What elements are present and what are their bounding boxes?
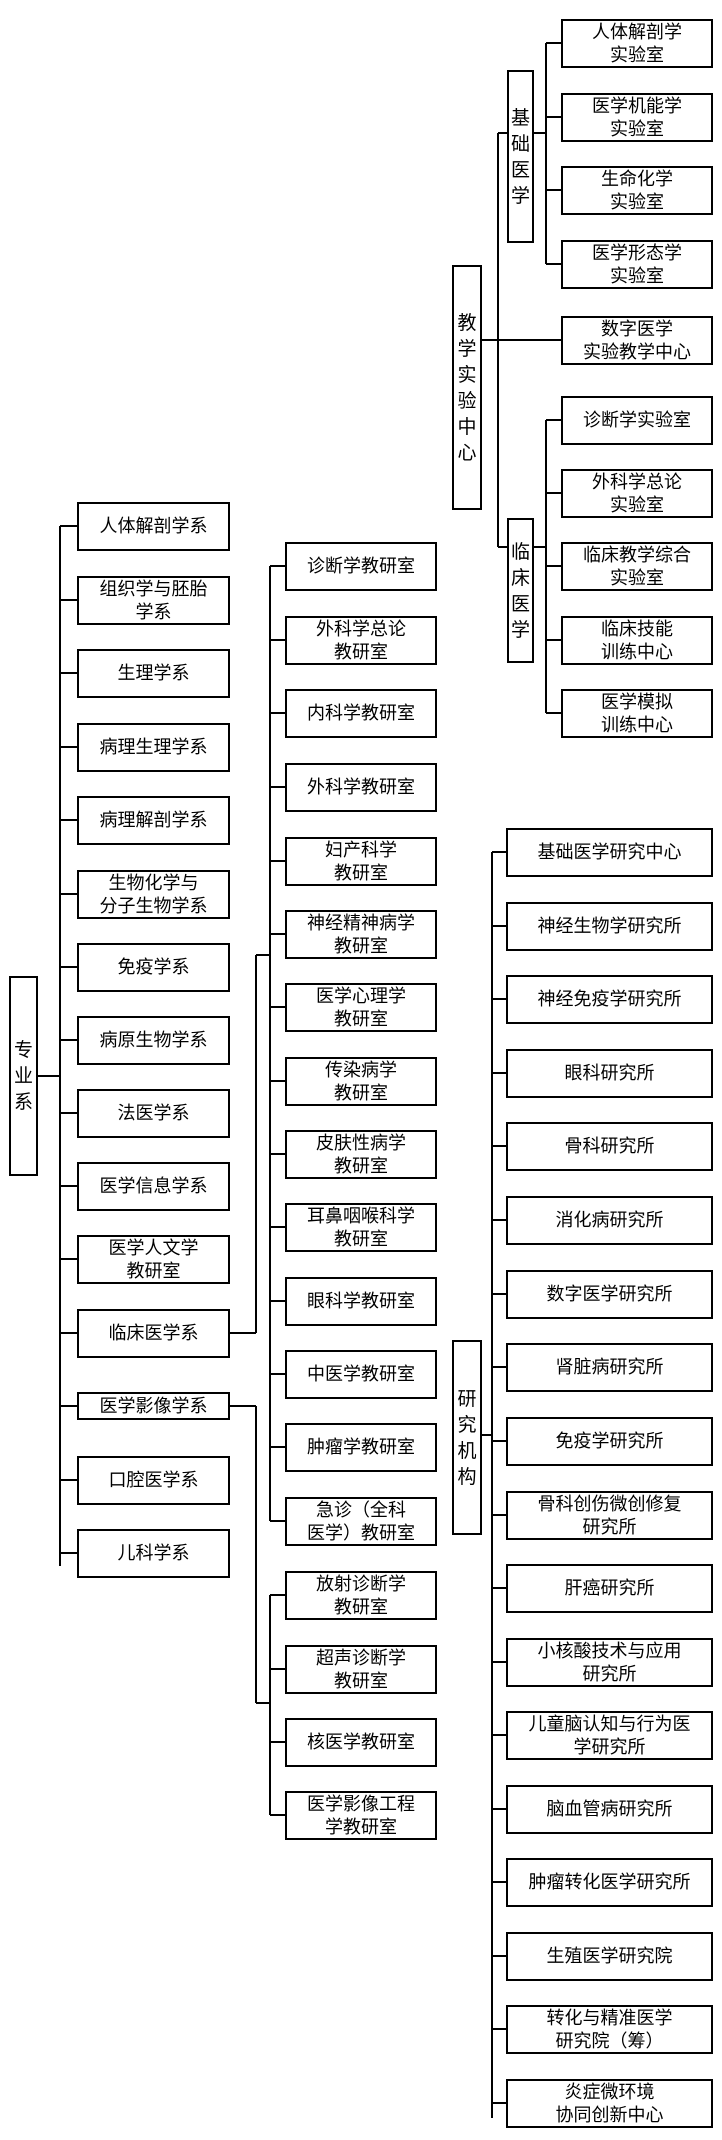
department-node: 医学人文学 教研室 bbox=[77, 1235, 230, 1284]
clinical-office-node: 外科学教研室 bbox=[285, 763, 437, 812]
imaging-office-node: 放射诊断学 教研室 bbox=[285, 1571, 437, 1620]
department-node: 生物化学与 分子生物学系 bbox=[77, 870, 230, 919]
department-node: 病理生理学系 bbox=[77, 723, 230, 772]
department-node: 儿科学系 bbox=[77, 1529, 230, 1578]
basic-lab-node: 医学机能学 实验室 bbox=[561, 93, 713, 142]
institute-node: 眼科研究所 bbox=[506, 1049, 713, 1098]
institute-node: 儿童脑认知与行为医 学研究所 bbox=[506, 1711, 713, 1760]
clinical-office-node: 内科学教研室 bbox=[285, 689, 437, 738]
clinical-office-node: 传染病学 教研室 bbox=[285, 1057, 437, 1106]
clinical-office-node: 耳鼻咽喉科学 教研室 bbox=[285, 1203, 437, 1252]
clinical-office-node: 肿瘤学教研室 bbox=[285, 1423, 437, 1472]
clinical-lab-node: 外科学总论 实验室 bbox=[561, 469, 713, 518]
clinical-lab-node: 临床技能 训练中心 bbox=[561, 616, 713, 665]
department-node: 人体解剖学系 bbox=[77, 502, 230, 551]
institute-node: 基础医学研究中心 bbox=[506, 828, 713, 877]
basic-lab-node: 人体解剖学 实验室 bbox=[561, 19, 713, 68]
institute-node: 脑血管病研究所 bbox=[506, 1785, 713, 1834]
clinical-medicine-group-node: 临床医学 bbox=[507, 518, 534, 663]
institute-node: 神经生物学研究所 bbox=[506, 902, 713, 951]
department-node: 免疫学系 bbox=[77, 943, 230, 992]
imaging-office-node: 医学影像工程 学教研室 bbox=[285, 1791, 437, 1840]
institute-node: 骨科研究所 bbox=[506, 1122, 713, 1171]
clinical-lab-node: 诊断学实验室 bbox=[561, 396, 713, 445]
institute-node: 消化病研究所 bbox=[506, 1196, 713, 1245]
root-research-node: 研究机构 bbox=[452, 1340, 482, 1535]
digital-lab-center-node: 数字医学 实验教学中心 bbox=[561, 316, 713, 365]
basic-lab-node: 生命化学 实验室 bbox=[561, 166, 713, 215]
department-node: 医学信息学系 bbox=[77, 1162, 230, 1211]
department-node: 病原生物学系 bbox=[77, 1016, 230, 1065]
clinical-office-node: 眼科学教研室 bbox=[285, 1277, 437, 1326]
institute-node: 数字医学研究所 bbox=[506, 1270, 713, 1319]
basic-medicine-group-label: 基础医学 bbox=[511, 106, 531, 207]
institute-node: 神经免疫学研究所 bbox=[506, 975, 713, 1024]
department-node: 生理学系 bbox=[77, 649, 230, 698]
root-lab-center-node: 教学实验中心 bbox=[452, 265, 482, 510]
department-node: 病理解剖学系 bbox=[77, 796, 230, 845]
root-major-node: 专业系 bbox=[9, 976, 38, 1176]
department-node: 组织学与胚胎 学系 bbox=[77, 576, 230, 625]
clinical-lab-node: 临床教学综合 实验室 bbox=[561, 542, 713, 591]
basic-lab-node: 医学形态学 实验室 bbox=[561, 240, 713, 289]
clinical-office-node: 急诊（全科 医学）教研室 bbox=[285, 1497, 437, 1546]
department-node-clinical-medicine: 临床医学系 bbox=[77, 1309, 230, 1358]
root-lab-center-label: 教学实验中心 bbox=[457, 311, 477, 464]
root-research-label: 研究机构 bbox=[457, 1387, 477, 1488]
imaging-office-node: 超声诊断学 教研室 bbox=[285, 1645, 437, 1694]
basic-medicine-group-node: 基础医学 bbox=[507, 70, 534, 243]
institute-node: 生殖医学研究院 bbox=[506, 1932, 713, 1981]
institute-node: 转化与精准医学 研究院（筹） bbox=[506, 2005, 713, 2054]
clinical-medicine-group-label: 临床医学 bbox=[511, 540, 531, 641]
institute-node: 肾脏病研究所 bbox=[506, 1343, 713, 1392]
institute-node: 免疫学研究所 bbox=[506, 1417, 713, 1466]
institute-node: 炎症微环境 协同创新中心 bbox=[506, 2079, 713, 2128]
clinical-office-node: 妇产科学 教研室 bbox=[285, 837, 437, 886]
clinical-lab-node: 医学模拟 训练中心 bbox=[561, 689, 713, 738]
imaging-office-node: 核医学教研室 bbox=[285, 1718, 437, 1767]
department-node: 法医学系 bbox=[77, 1089, 230, 1138]
clinical-office-node: 医学心理学 教研室 bbox=[285, 983, 437, 1032]
clinical-office-node: 中医学教研室 bbox=[285, 1350, 437, 1399]
clinical-office-node: 皮肤性病学 教研室 bbox=[285, 1130, 437, 1179]
clinical-office-node: 神经精神病学 教研室 bbox=[285, 910, 437, 959]
institute-node: 肿瘤转化医学研究所 bbox=[506, 1858, 713, 1907]
institute-node: 小核酸技术与应用 研究所 bbox=[506, 1638, 713, 1687]
institute-node: 肝癌研究所 bbox=[506, 1564, 713, 1613]
clinical-office-node: 诊断学教研室 bbox=[285, 542, 437, 591]
root-major-label: 专业系 bbox=[14, 1039, 34, 1113]
institute-node: 骨科创伤微创修复 研究所 bbox=[506, 1491, 713, 1540]
department-node-medical-imaging: 医学影像学系 bbox=[77, 1392, 230, 1420]
clinical-office-node: 外科学总论 教研室 bbox=[285, 616, 437, 665]
department-node: 口腔医学系 bbox=[77, 1456, 230, 1505]
